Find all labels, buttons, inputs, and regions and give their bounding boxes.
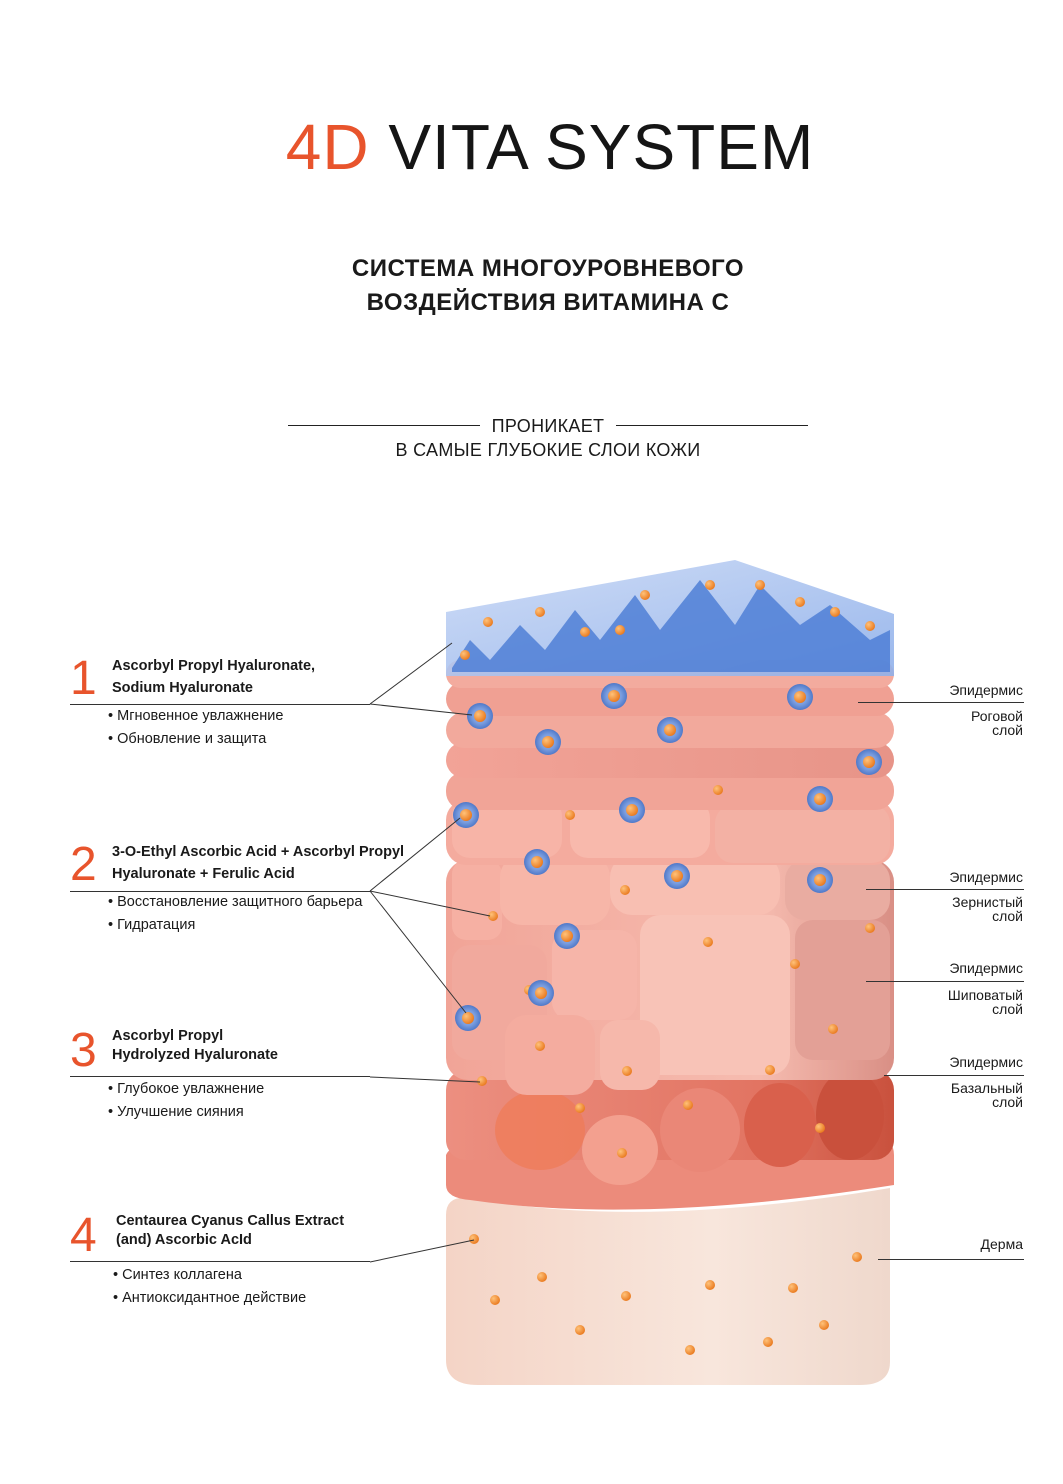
ingredient-leaders xyxy=(369,642,491,1263)
layer-label-basale: Эпидермис Базальный слой xyxy=(949,1055,1023,1109)
layer-label-line-2: слой xyxy=(992,1094,1023,1110)
subtitle: СИСТЕМА МНОГОУРОВНЕВОГО ВОЗДЕЙСТВИЯ ВИТА… xyxy=(0,252,1063,320)
ingredient-name-line-1: Ascorbyl Propyl Hyaluronate, xyxy=(112,658,316,674)
ingredient-name-line-2: Hyaluronate + Ferulic Acid xyxy=(112,866,295,882)
layer-label-top: Дерма xyxy=(980,1236,1023,1252)
ingredient-benefits: Синтез коллагена Антиоксидантное действи… xyxy=(113,1264,306,1310)
ingredient-1: 1 Ascorbyl Propyl Hyaluronate, Sodium Hy… xyxy=(70,655,400,755)
layer-rule-granulosum xyxy=(866,889,1024,890)
layer-label-top: Эпидермис xyxy=(949,682,1023,698)
ingredient-3: 3 Ascorbyl Propyl Hydrolyzed Hyaluronate… xyxy=(70,1027,400,1127)
ingredient-rule xyxy=(70,1261,370,1262)
ingredient-name: Centaurea Cyanus Callus Extract (and) As… xyxy=(116,1212,416,1250)
ingredient-name-line-1: Centaurea Cyanus Callus Extract xyxy=(116,1213,345,1229)
ingredient-number: 3 xyxy=(70,1024,97,1077)
tagline-rule-right xyxy=(616,425,808,426)
ingredient-benefits: Мгновенное увлажнение Обновление и защит… xyxy=(108,705,283,751)
layer-label-corneum: Эпидермис Роговой слой xyxy=(949,683,1023,737)
layer-label-line-1: Роговой xyxy=(971,708,1023,724)
benefit-item: Гидратация xyxy=(108,914,362,937)
layer-label-line-1: Шиповатый xyxy=(947,987,1023,1003)
subtitle-line-1: СИСТЕМА МНОГОУРОВНЕВОГО xyxy=(351,255,745,282)
ingredient-name: 3-O-Ethyl Ascorbic Acid + Ascorbyl Propy… xyxy=(112,841,412,885)
layer-label-line-2: слой xyxy=(992,908,1023,924)
dermis-block xyxy=(446,1188,890,1385)
layer-label-top: Эпидермис xyxy=(949,960,1023,976)
tagline-line-2: В САМЫЕ ГЛУБОКИЕ СЛОИ КОЖИ xyxy=(395,440,701,460)
layer-label-line-1: Зернистый xyxy=(952,894,1023,910)
page-title: 4D VITA SYSTEM xyxy=(0,110,1063,184)
benefit-item: Улучшение сияния xyxy=(108,1101,264,1124)
layer-rule-basale xyxy=(884,1075,1024,1076)
benefit-item: Обновление и защита xyxy=(108,728,283,751)
ingredient-name-line-2: (and) Ascorbic AcId xyxy=(116,1232,252,1248)
layer-label-spinosum: Эпидермис Шиповатый слой xyxy=(948,961,1023,1016)
tagline: ПРОНИКАЕТ В САМЫЕ ГЛУБОКИЕ СЛОИ КОЖИ xyxy=(0,414,1063,462)
ingredient-number: 2 xyxy=(70,838,97,891)
ingredient-benefits: Глубокое увлажнение Улучшение сияния xyxy=(108,1078,264,1124)
ingredient-2: 2 3-O-Ethyl Ascorbic Acid + Ascorbyl Pro… xyxy=(70,838,404,941)
encapsulated-particles xyxy=(453,683,882,1031)
layer-label-line-2: слой xyxy=(992,1001,1023,1017)
layer-label-line-2: слой xyxy=(992,722,1023,738)
ingredient-name-line-1: 3-O-Ethyl Ascorbic Acid + Ascorbyl Propy… xyxy=(112,844,405,860)
benefit-item: Мгновенное увлажнение xyxy=(108,705,283,728)
title-main: VITA SYSTEM xyxy=(388,111,815,183)
layer-rule-spinosum xyxy=(866,981,1024,982)
benefit-item: Восстановление защитного барьера xyxy=(108,891,362,914)
ingredient-name-line-2: Hydrolyzed Hyaluronate xyxy=(112,1047,278,1063)
layer-rule-dermis xyxy=(878,1259,1024,1260)
layer-rule-corneum xyxy=(858,702,1024,703)
ingredient-benefits: Восстановление защитного барьера Гидрата… xyxy=(108,891,362,937)
subtitle-line-2: ВОЗДЕЙСТВИЯ ВИТАМИНА С xyxy=(366,289,730,316)
ingredient-name: Ascorbyl Propyl Hyaluronate, Sodium Hyal… xyxy=(112,655,412,699)
ingredient-name-line-2: Sodium Hyaluronate xyxy=(112,680,253,696)
benefit-item: Глубокое увлажнение xyxy=(108,1078,264,1101)
layer-label-line-1: Базальный xyxy=(950,1080,1023,1096)
layer-label-dermis: Дерма xyxy=(981,1237,1023,1251)
layer-label-top: Эпидермис xyxy=(949,869,1023,885)
ingredient-name-line-1: Ascorbyl Propyl xyxy=(112,1028,224,1044)
tagline-line-1: ПРОНИКАЕТ xyxy=(491,416,605,436)
ingredient-number: 4 xyxy=(70,1209,97,1262)
benefit-item: Синтез коллагена xyxy=(113,1264,306,1287)
ingredient-number: 1 xyxy=(70,652,97,705)
layer-label-granulosum: Эпидермис Зернистый слой xyxy=(949,870,1023,923)
layer-label-top: Эпидермис xyxy=(949,1054,1023,1070)
benefit-item: Антиоксидантное действие xyxy=(113,1287,306,1310)
tagline-rule-left xyxy=(288,425,480,426)
ingredient-rule xyxy=(70,1076,370,1077)
ingredient-4: 4 Centaurea Cyanus Callus Extract (and) … xyxy=(70,1212,400,1312)
title-accent: 4D xyxy=(285,111,370,183)
ingredient-name: Ascorbyl Propyl Hydrolyzed Hyaluronate xyxy=(112,1027,412,1065)
hydration-layer xyxy=(446,560,894,676)
